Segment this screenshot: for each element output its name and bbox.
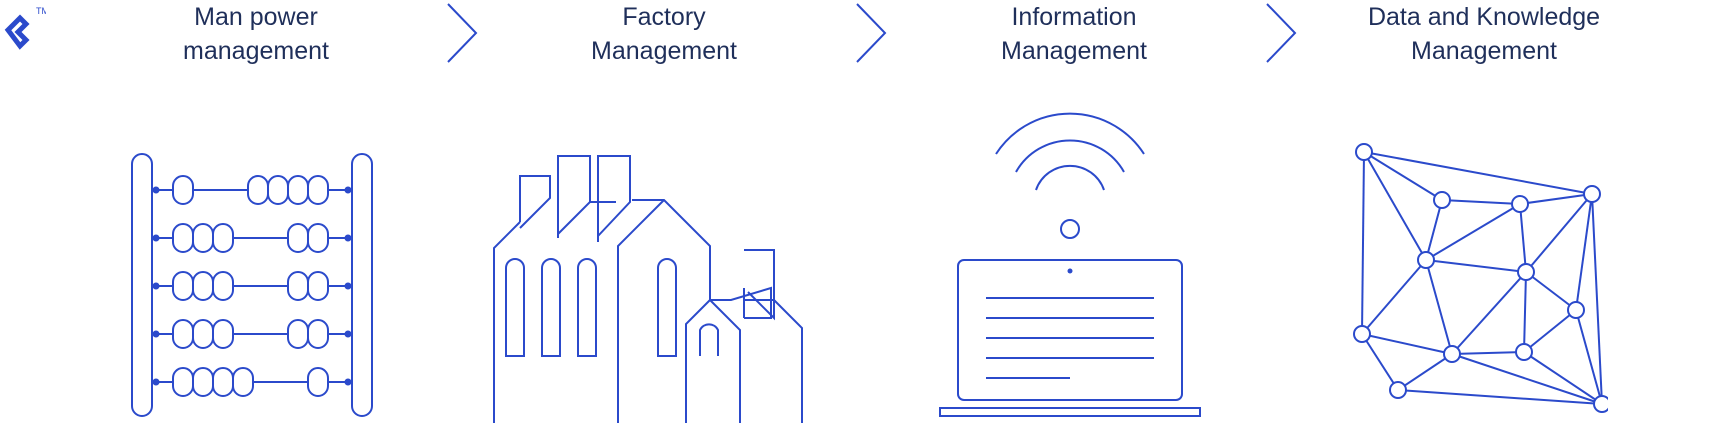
trademark-label: TM <box>36 6 46 16</box>
chevron-right-icon <box>1263 0 1303 66</box>
chevron-right-icon <box>444 0 484 66</box>
factory-icon <box>486 112 846 423</box>
stage-title-information: Information Management <box>1001 3 1147 65</box>
brand-logo: TM <box>4 4 46 50</box>
network-graph-icon <box>1338 112 1608 423</box>
stage-title-manpower: Man power management <box>183 3 329 65</box>
stage-title-factory: Factory Management <box>591 3 737 65</box>
abacus-icon <box>126 112 386 422</box>
stage-title-data-knowledge: Data and Knowledge Management <box>1367 3 1601 65</box>
laptop-wifi-icon <box>934 112 1204 423</box>
chevron-right-icon <box>853 0 893 66</box>
